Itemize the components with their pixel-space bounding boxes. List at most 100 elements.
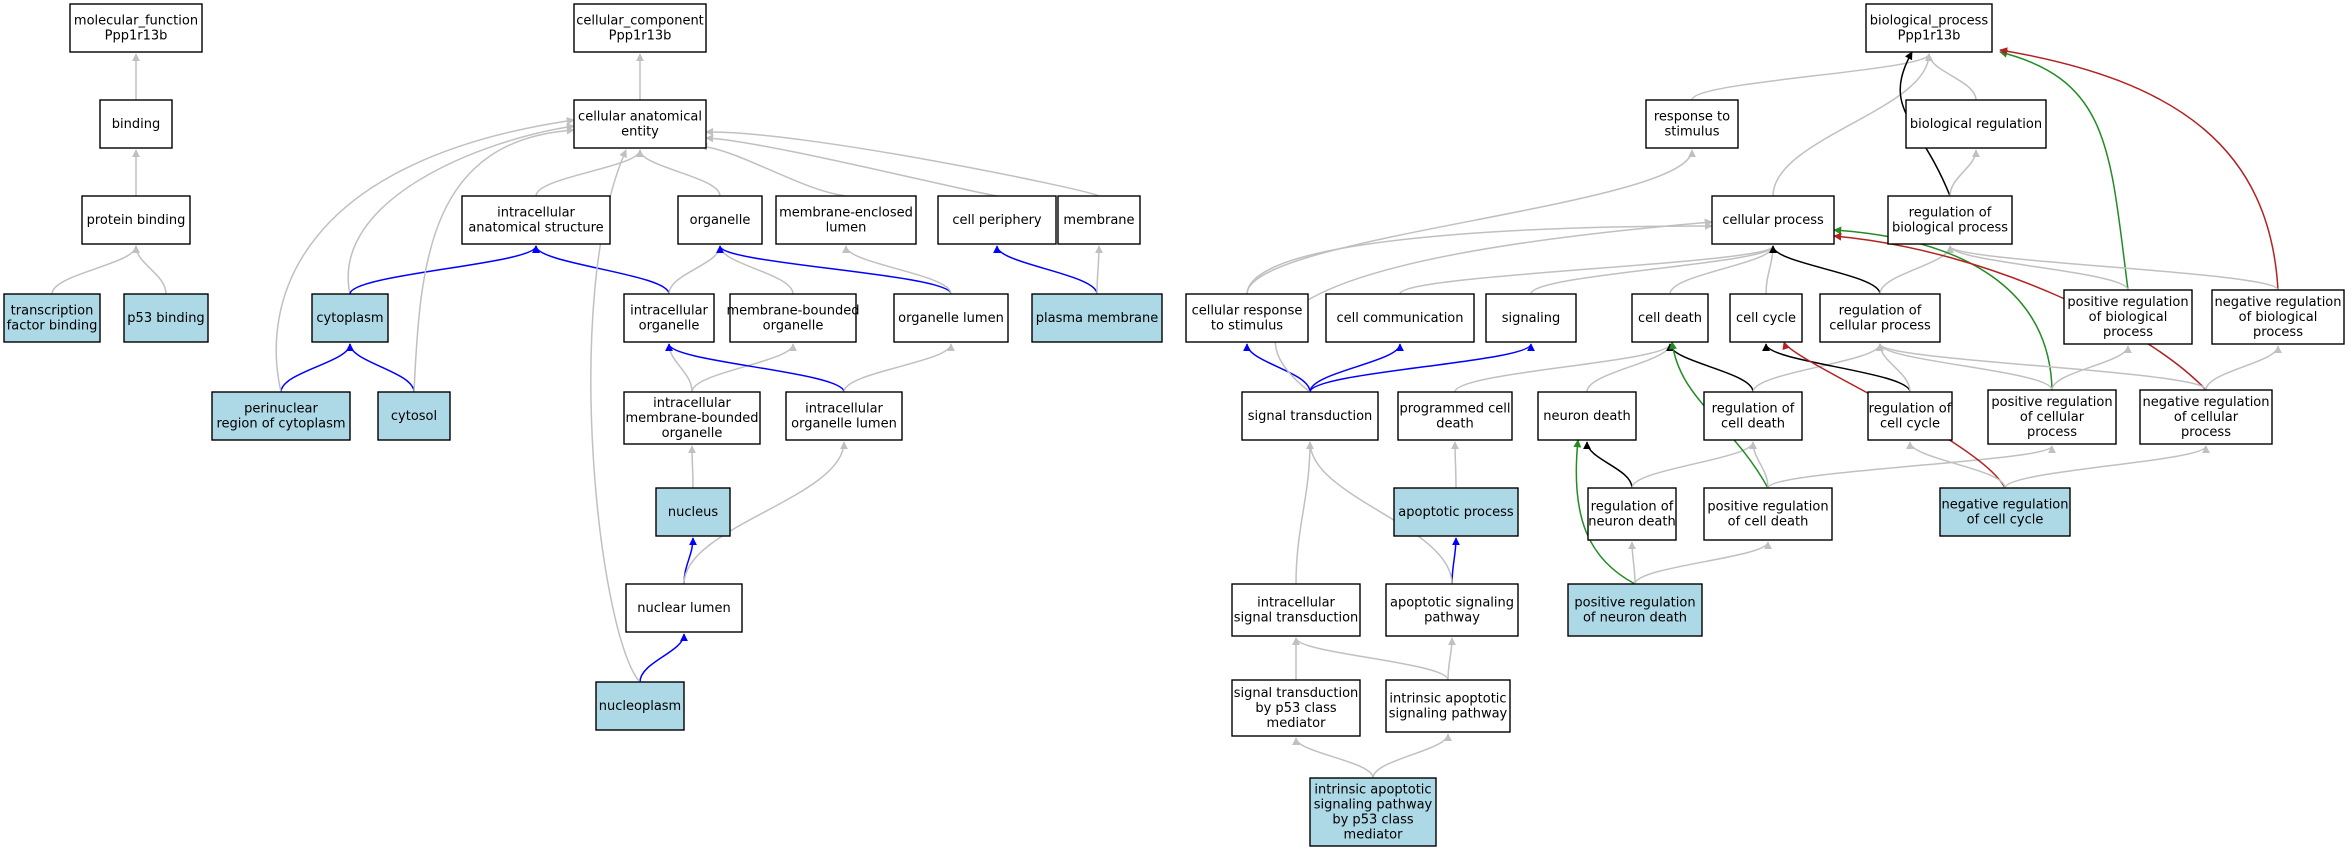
go-term-node-cell-cycle[interactable]: cell cycle xyxy=(1729,293,1803,343)
edge-part-of xyxy=(1451,537,1460,585)
edges-layer xyxy=(51,47,2282,779)
node-label-line: of biological xyxy=(2089,310,2168,325)
node-label-line: of cell cycle xyxy=(1967,512,2044,527)
node-box xyxy=(1865,3,1993,53)
go-term-node-p53-binding[interactable]: p53 binding xyxy=(123,293,209,343)
node-label-line: lumen xyxy=(826,220,867,235)
go-term-node-signaling[interactable]: signaling xyxy=(1485,293,1577,343)
node-label-line: biological_process xyxy=(1870,13,1989,28)
node-box xyxy=(99,99,173,149)
node-box xyxy=(377,391,451,441)
node-box xyxy=(123,293,209,343)
go-term-node-cytoplasm[interactable]: cytoplasm xyxy=(311,293,389,343)
go-term-node-cell-proc[interactable]: cellular process xyxy=(1711,195,1835,245)
go-term-node-apoptotic[interactable]: apoptotic process xyxy=(1393,487,1519,537)
go-term-node-protein-binding[interactable]: protein binding xyxy=(81,195,191,245)
node-label-line: process xyxy=(2181,425,2231,440)
node-label-line: cell death xyxy=(1638,311,1702,326)
go-term-node-bio-reg[interactable]: biological regulation xyxy=(1905,99,2047,149)
node-label-line: intracellular xyxy=(630,303,708,318)
go-term-node-cytosol[interactable]: cytosol xyxy=(377,391,451,441)
node-box xyxy=(1729,293,1803,343)
go-term-node-nucleoplasm[interactable]: nucleoplasm xyxy=(595,681,685,731)
go-term-node-cell-death[interactable]: cell death xyxy=(1631,293,1709,343)
edge-is-a xyxy=(1772,53,1933,197)
go-term-node-organelle[interactable]: organelle xyxy=(677,195,763,245)
go-term-node-nucleus[interactable]: nucleus xyxy=(655,487,731,537)
edge-is-a xyxy=(1306,441,1453,585)
node-label-line: cellular process xyxy=(1722,213,1824,228)
go-term-node-org-lumen[interactable]: organelle lumen xyxy=(893,293,1009,343)
node-box xyxy=(1397,391,1513,441)
go-term-node-membrane[interactable]: membrane xyxy=(1057,195,1141,245)
node-label-line: binding xyxy=(112,117,160,132)
node-label-line: of cell death xyxy=(1728,514,1809,529)
node-box xyxy=(937,195,1057,245)
node-label-line: intracellular xyxy=(805,401,883,416)
node-label-line: intrinsic apoptotic xyxy=(1389,691,1506,706)
go-term-node-nuclear-lumen[interactable]: nuclear lumen xyxy=(625,583,743,633)
node-label-line: of cellular xyxy=(2174,410,2239,425)
node-label-line: of neuron death xyxy=(1583,610,1687,625)
go-term-node-cell-comm[interactable]: cell communication xyxy=(1325,293,1475,343)
edge-is-a xyxy=(1634,541,1772,585)
edge-is-a xyxy=(1749,441,1769,489)
go-term-node-sig-trans[interactable]: signal transduction xyxy=(1241,391,1379,441)
node-box xyxy=(2063,289,2193,345)
edge-is-a xyxy=(132,245,167,295)
edge-part-of xyxy=(716,245,952,295)
go-term-node-plasma-membrane[interactable]: plasma membrane xyxy=(1031,293,1163,343)
node-label-line: molecular_function xyxy=(74,13,198,28)
edge-is-a xyxy=(1631,441,1757,489)
edge-negatively-regulates xyxy=(1999,47,2279,291)
node-box xyxy=(1703,487,1833,541)
node-label-line: of cellular xyxy=(2020,410,2085,425)
go-term-node-neuron-death[interactable]: neuron death xyxy=(1537,391,1637,441)
go-term-node-cell-periphery[interactable]: cell periphery xyxy=(937,195,1057,245)
node-box xyxy=(1939,487,2071,537)
node-box xyxy=(785,391,903,441)
node-label-line: protein binding xyxy=(87,213,186,228)
node-box xyxy=(1631,293,1709,343)
node-label-line: cytoplasm xyxy=(316,311,383,326)
edge-is-a xyxy=(1399,245,1777,295)
edge-positively-regulates xyxy=(1573,439,1636,585)
node-box xyxy=(623,391,761,445)
go-term-node-binding[interactable]: binding xyxy=(99,99,173,149)
edge-regulates xyxy=(1762,343,1911,393)
edge-is-a xyxy=(1906,441,2006,489)
